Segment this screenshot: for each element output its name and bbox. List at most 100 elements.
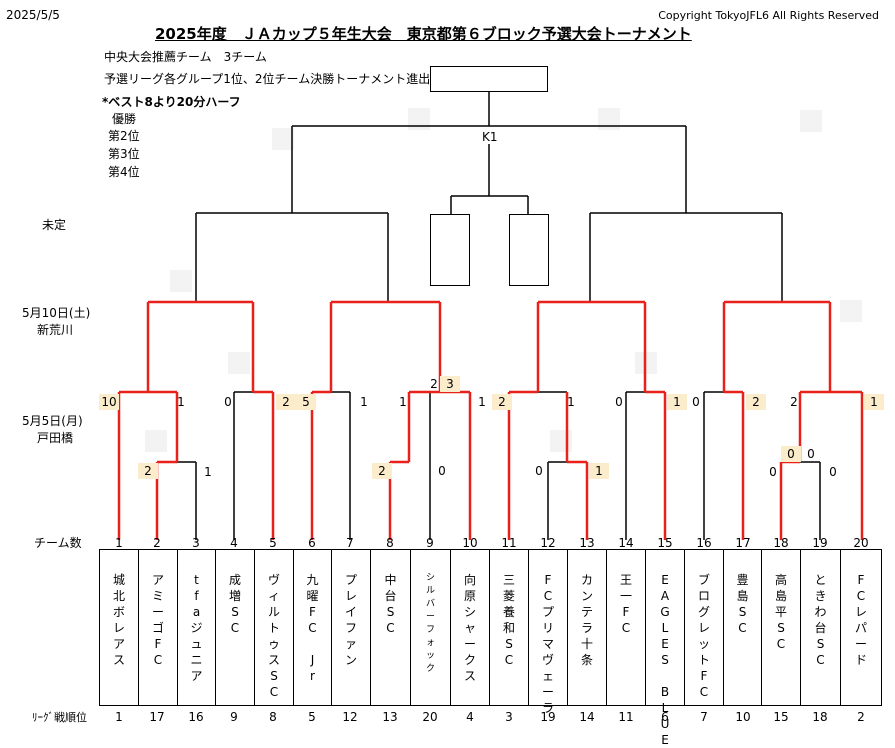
league-rank: 13 [382,710,398,724]
score: 1 [567,395,575,409]
score: 1 [177,395,185,409]
score: 1 [864,394,884,410]
watermark-block [170,270,192,292]
place-third: 第3位 [108,147,140,161]
score: 1 [589,463,609,479]
team-name: プレイファン [344,573,357,667]
score: 5 [296,394,316,410]
league-rank: 7 [700,710,708,724]
league-rank: 18 [812,710,828,724]
score: 2 [746,394,766,410]
team-name: シルバーフォック [425,573,435,674]
watermark-block [408,108,430,130]
watermark-block [840,300,862,322]
league-rank: 8 [269,710,277,724]
semifinal-box-left [430,214,470,286]
team-number: 16 [696,536,712,550]
league-rank: 11 [618,710,634,724]
watermark-block [272,128,294,150]
team-number: 3 [192,536,200,550]
league-rank: 5 [308,710,316,724]
team-name: カンテラ十条 [580,573,593,667]
score: 2 [492,394,512,410]
score: 2 [430,377,438,391]
team-box: シルバーフォック [410,549,451,706]
team-number: 19 [812,536,828,550]
team-count-label: チーム数 [34,536,82,550]
watermark-block [228,352,250,374]
team-number: 1 [115,536,123,550]
league-rank: 9 [230,710,238,724]
score: 0 [692,395,700,409]
score: 3 [440,376,460,392]
score: 0 [224,395,232,409]
place-second: 第2位 [108,129,140,143]
score: 0 [535,464,543,478]
team-number: 12 [540,536,556,550]
score: 10 [99,394,119,410]
semifinal-box-right [509,214,549,286]
league-rank: 1 [115,710,123,724]
score: 1 [478,395,486,409]
league-rank: 3 [505,710,513,724]
team-number: 8 [386,536,394,550]
team-number: 4 [230,536,238,550]
league-rank: 16 [188,710,204,724]
league-rank: 17 [149,710,165,724]
note-half-time: *ベスト8より20分ハーフ [102,95,241,109]
league-rank: 15 [773,710,789,724]
page-title: 2025年度 ＪＡカップ５年生大会 東京都第６ブロック予選大会トーナメント [155,25,692,43]
team-number: 10 [462,536,478,550]
final-label: K1 [482,130,498,144]
note-recommended: 中央大会推薦チーム 3チーム [104,50,267,64]
day2-date: 5月5日(月) [22,414,83,428]
team-number: 6 [308,536,316,550]
team-number: 15 [657,536,673,550]
league-rank: 20 [422,710,438,724]
team-number: 20 [853,536,869,550]
league-rank: 6 [661,710,669,724]
team-number: 11 [501,536,517,550]
score: 0 [807,447,815,461]
team-number: 2 [153,536,161,550]
watermark-block [800,110,822,132]
team-box: プレイファン [331,549,371,706]
day2-venue: 戸田橋 [37,431,74,445]
score: 0 [781,446,801,462]
score: 1 [360,395,368,409]
score: 0 [769,465,777,479]
league-rank: 12 [342,710,358,724]
league-rank: 10 [735,710,751,724]
score: 1 [667,394,687,410]
team-box: 城北ボレアス [99,549,139,706]
team-number: 14 [618,536,634,550]
team-name: 向原シャークス [463,573,476,683]
score: 2 [138,463,158,479]
team-number: 18 [773,536,789,550]
team-number: 5 [269,536,277,550]
day1-date: 5月10日(土) [22,306,91,320]
score: 2 [790,395,798,409]
team-box: カンテラ十条 [567,549,607,706]
copyright: Copyright TokyoJFL6 All Rights Reserved [658,9,879,22]
league-rank-label: ﾘｰｸﾞ戦順位 [32,711,87,724]
place-fourth: 第4位 [108,165,140,179]
team-number: 7 [346,536,354,550]
